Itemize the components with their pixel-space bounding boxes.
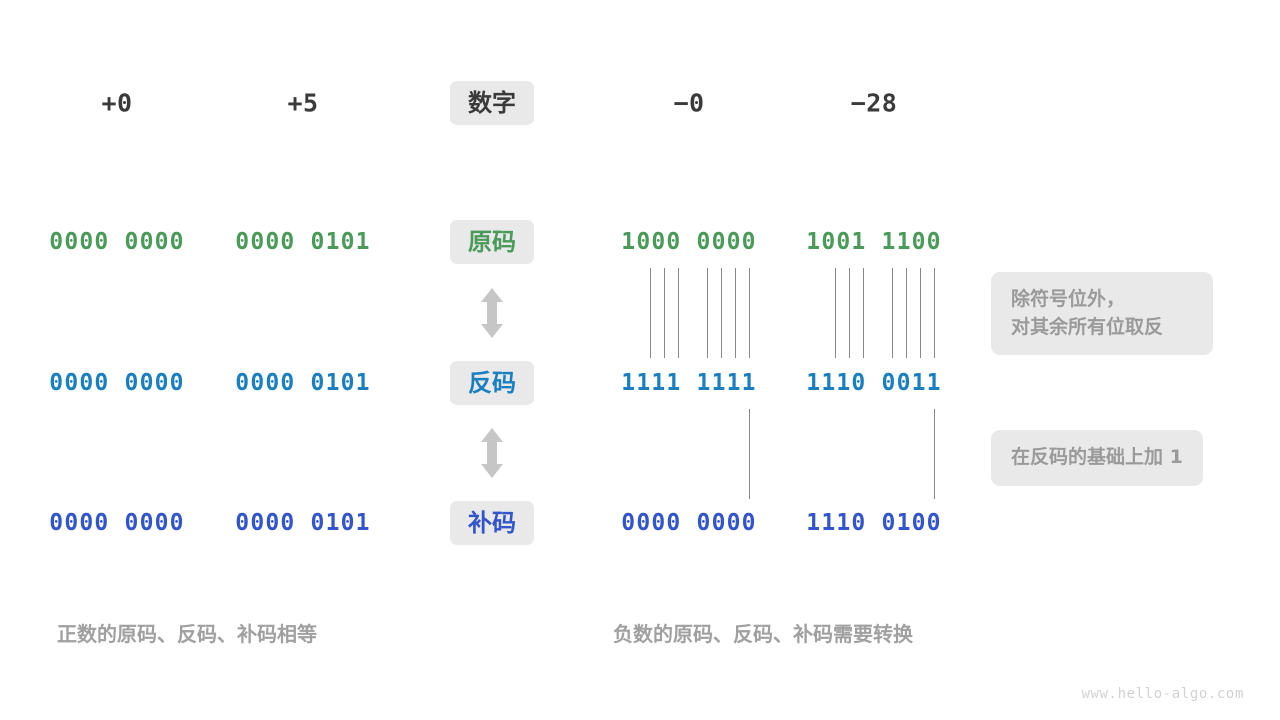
header-value-plus-zero: +0 (101, 88, 133, 118)
sign-magnitude-plus-five: 0000 0101 (235, 229, 371, 255)
sign-magnitude-minus-zero: 1000 0000 (621, 229, 757, 255)
twos-complement-minus-twenty-eight: 1110 0100 (806, 510, 942, 536)
header-value-minus-twenty-eight: −28 (850, 88, 898, 118)
row-label-ones-complement: 反码 (450, 361, 534, 405)
ones-complement-plus-zero: 0000 0000 (49, 370, 185, 396)
bit-connector (849, 268, 850, 358)
bit-connector (650, 268, 651, 358)
arrow-up-down-icon-ones-to-twos (479, 427, 505, 479)
header-value-plus-five: +5 (287, 88, 319, 118)
carry-connector (749, 409, 750, 499)
note-add-one: 在反码的基础上加 1 (991, 430, 1203, 486)
ones-complement-minus-twenty-eight: 1110 0011 (806, 370, 942, 396)
bit-connector (920, 268, 921, 358)
bit-connector (892, 268, 893, 358)
caption-positive: 正数的原码、反码、补码相等 (57, 622, 317, 646)
caption-negative: 负数的原码、反码、补码需要转换 (613, 622, 913, 646)
twos-complement-minus-zero: 0000 0000 (621, 510, 757, 536)
ones-complement-minus-zero: 1111 1111 (621, 370, 757, 396)
row-label-number: 数字 (450, 81, 534, 125)
arrow-up-down-icon-sign-to-ones (479, 287, 505, 339)
carry-connector (934, 409, 935, 499)
bit-connector (707, 268, 708, 358)
note-invert-bits: 除符号位外， 对其余所有位取反 (991, 272, 1213, 356)
bit-connector (735, 268, 736, 358)
sign-magnitude-plus-zero: 0000 0000 (49, 229, 185, 255)
bit-connector (678, 268, 679, 358)
bit-connector (934, 268, 935, 358)
ones-complement-plus-five: 0000 0101 (235, 370, 371, 396)
bit-connector (906, 268, 907, 358)
bit-connector (721, 268, 722, 358)
twos-complement-plus-five: 0000 0101 (235, 510, 371, 536)
bit-connector (835, 268, 836, 358)
twos-complement-plus-zero: 0000 0000 (49, 510, 185, 536)
bit-connector (664, 268, 665, 358)
bit-connector (749, 268, 750, 358)
sign-magnitude-minus-twenty-eight: 1001 1100 (806, 229, 942, 255)
bit-connector (863, 268, 864, 358)
row-label-twos-complement: 补码 (450, 501, 534, 545)
header-value-minus-zero: −0 (673, 88, 705, 118)
watermark: www.hello-algo.com (1081, 686, 1244, 702)
row-label-sign-magnitude: 原码 (450, 220, 534, 264)
